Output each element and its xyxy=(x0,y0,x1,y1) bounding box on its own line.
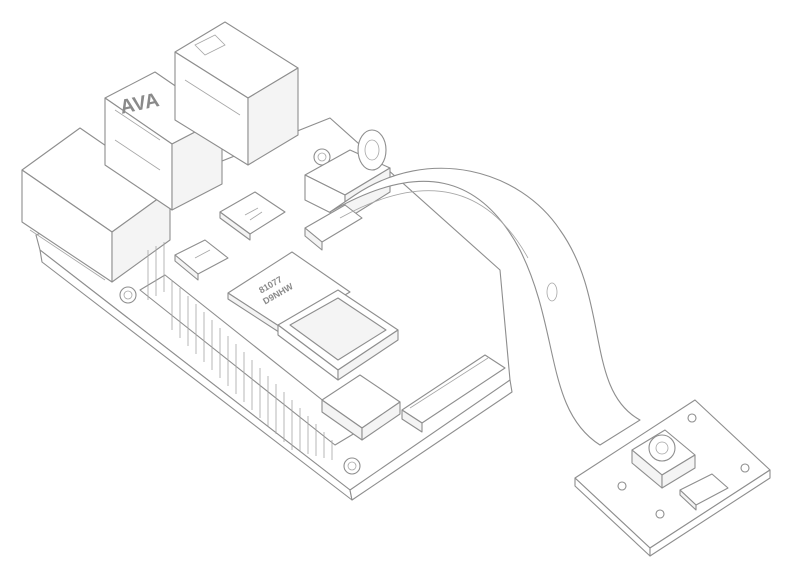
camera-mount-hole-bottom xyxy=(655,509,665,519)
camera-mount-hole-right xyxy=(740,463,750,473)
mounting-holes xyxy=(119,148,361,475)
usb-port-rear xyxy=(174,21,299,166)
board-csi-connector xyxy=(401,354,506,433)
camera-mount-hole-left xyxy=(617,481,627,491)
chip-upper xyxy=(219,191,286,241)
camera-mount-hole-top xyxy=(687,413,697,423)
camera-module xyxy=(574,399,771,557)
camera-lens-icon xyxy=(648,434,676,462)
memory-chip: 81077 D9NHW xyxy=(227,251,351,337)
chip-small xyxy=(174,239,229,281)
ribbon-cable xyxy=(329,167,641,446)
wireless-module xyxy=(321,374,401,441)
ethernet-port xyxy=(21,127,171,283)
soc-processor xyxy=(277,289,399,381)
